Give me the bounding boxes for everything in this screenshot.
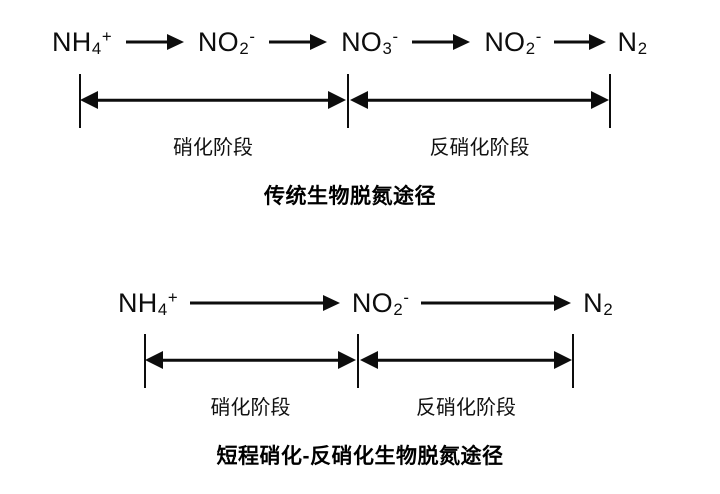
boundary-tick-right [572, 334, 574, 388]
reaction-arrow-1 [125, 34, 184, 50]
reaction-chain-shortcut: NH4+ NO2- N2 [118, 281, 613, 325]
reaction-arrow-2 [269, 34, 328, 50]
reaction-arrow-1 [189, 295, 340, 311]
stage-label-nitrification: 硝化阶段 [173, 137, 253, 159]
stage-label-denitrification: 反硝化阶段 [416, 397, 516, 419]
species-nitrite: NO2- [351, 287, 410, 320]
caption-shortcut-pathway: 短程硝化-反硝化生物脱氮途径 [216, 445, 504, 468]
species-ammonium: NH4+ [52, 26, 112, 59]
boundary-tick-middle [347, 74, 349, 128]
species-nitrite-2: NO2- [484, 26, 542, 59]
caption-conventional-pathway: 传统生物脱氮途径 [264, 185, 436, 208]
stage-label-denitrification: 反硝化阶段 [429, 137, 530, 159]
species-dinitrogen: N2 [583, 287, 613, 320]
species-ammonium: NH4+ [118, 287, 178, 320]
span-arrow-nitrification [80, 91, 346, 109]
boundary-tick-middle [357, 334, 359, 388]
species-nitrite-1: NO2- [197, 26, 256, 59]
span-arrow-denitrification [350, 91, 609, 109]
stage-label-nitrification: 硝化阶段 [210, 397, 291, 419]
reaction-chain-conventional: NH4+ NO2- NO3- NO2- N2 [52, 20, 647, 64]
reaction-arrow-2 [421, 295, 572, 311]
boundary-tick-right [609, 74, 611, 128]
species-dinitrogen: N2 [617, 26, 648, 59]
reaction-arrow-4 [553, 34, 606, 50]
reaction-arrow-3 [412, 34, 471, 50]
span-arrow-nitrification [145, 351, 356, 369]
species-nitrate: NO3- [341, 26, 399, 59]
span-arrow-denitrification [360, 351, 572, 369]
